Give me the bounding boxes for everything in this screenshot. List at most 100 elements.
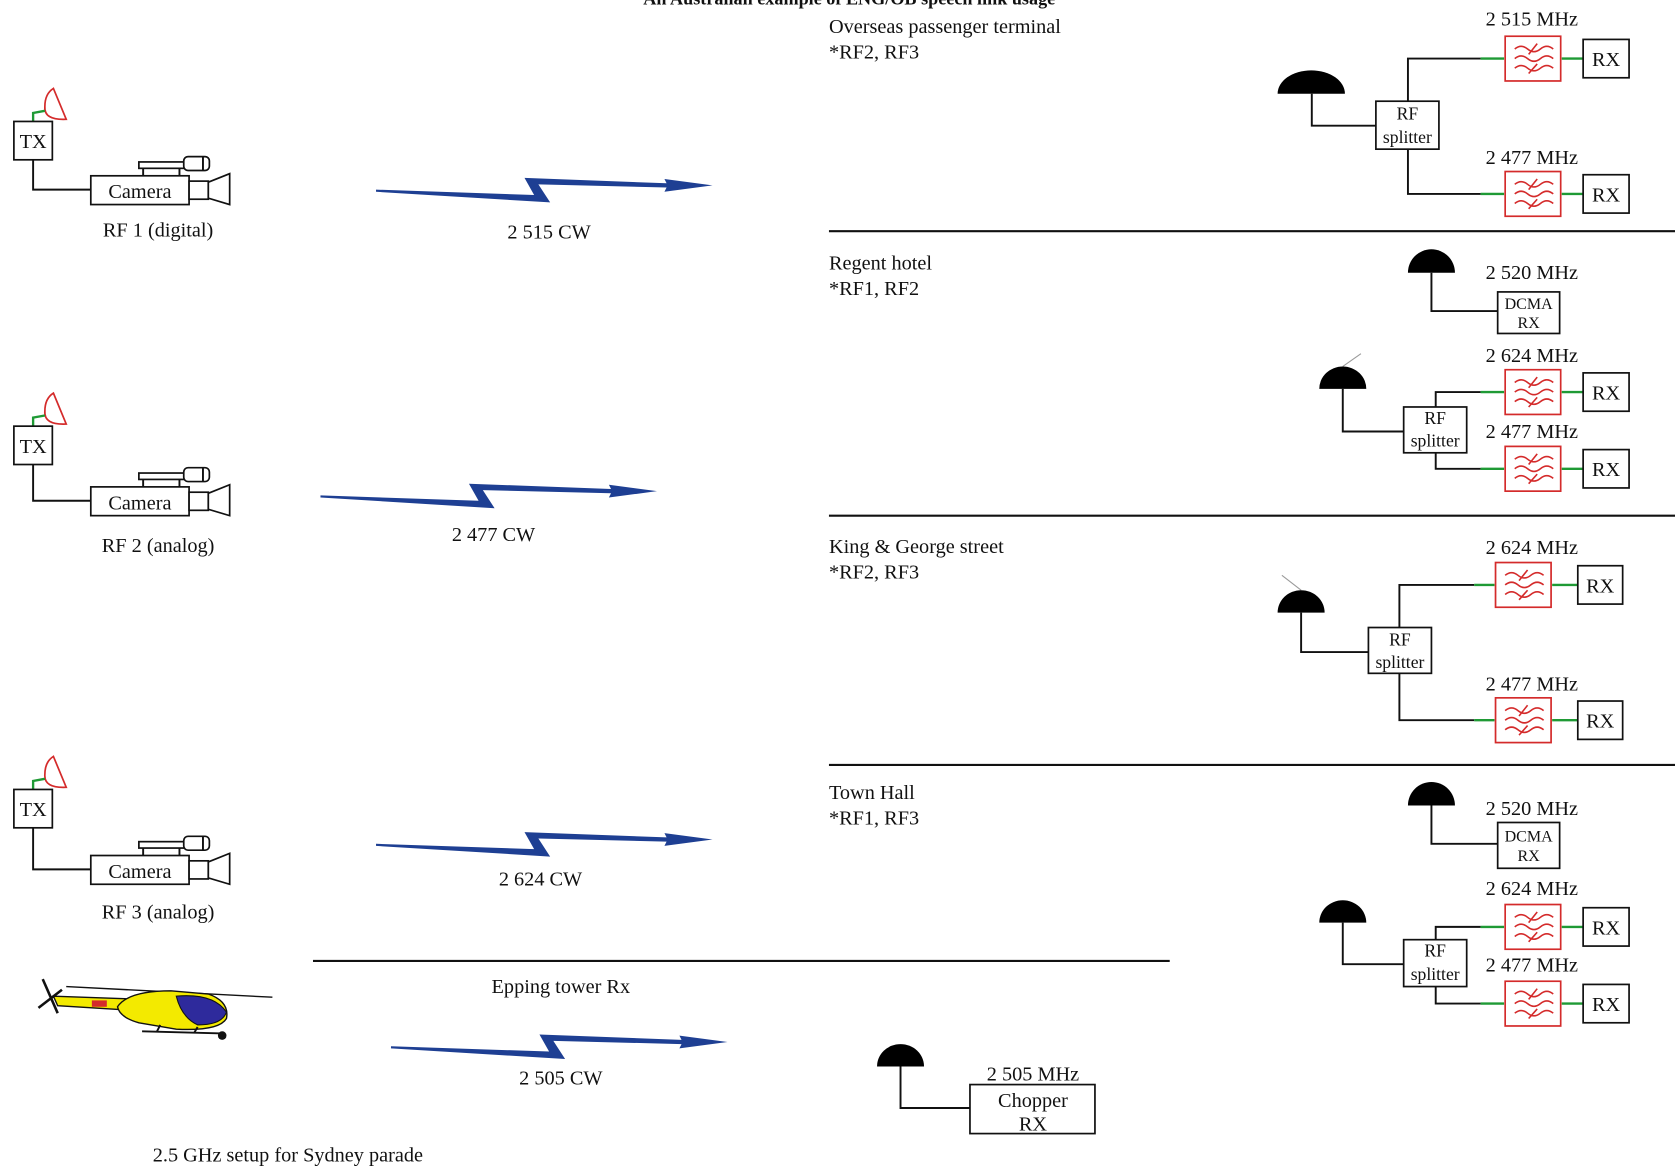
dome-antenna-icon <box>1277 70 1345 94</box>
rf-source-label: RF 3 (analog) <box>102 901 215 923</box>
camera-lens-barrel <box>188 180 210 201</box>
helicopter-skid <box>142 1030 223 1035</box>
camera-body <box>89 174 190 206</box>
coax-line <box>1434 986 1481 1005</box>
link-frequency-label: 2 624 CW <box>499 868 583 890</box>
tx-label: TX <box>20 799 47 821</box>
coax-line <box>1434 452 1481 470</box>
rx-box <box>1582 906 1630 947</box>
splitter-label-line2: splitter <box>1375 652 1424 672</box>
diagram-caption: 2.5 GHz setup for Sydney parade <box>153 1144 423 1166</box>
dome-antenna-icon <box>1277 590 1325 613</box>
coax-line <box>1434 925 1481 940</box>
tx-unit: TX <box>13 755 68 829</box>
transmitter-rf2: TX Camera RF 2 (analog) <box>13 391 231 557</box>
rx-label: RX <box>1586 575 1615 597</box>
dcma-label-line2: RX <box>1518 315 1541 332</box>
helicopter-icon <box>37 978 273 1040</box>
chopper-rx-label-line1: Chopper <box>998 1090 1068 1112</box>
camera-icon: Camera <box>89 835 231 886</box>
helicopter-tail-rotor <box>41 978 59 1014</box>
rx-frequency: 2 624 MHz <box>1486 878 1578 900</box>
camera-handle <box>138 840 187 849</box>
antenna-whip <box>1342 353 1362 367</box>
coax-line <box>1341 388 1404 433</box>
site-name: King & George street <box>829 536 1004 558</box>
rx-box <box>1576 700 1624 741</box>
rx-label: RX <box>1592 994 1621 1016</box>
camera-lens-hood <box>207 483 231 517</box>
site-overseas-passenger-terminal: Overseas passenger terminal *RF2, RF3 RF… <box>829 9 1630 218</box>
rx-label: RX <box>1592 917 1621 939</box>
rx-frequency: 2 477 MHz <box>1486 673 1578 695</box>
antenna-whip <box>1281 574 1302 591</box>
chopper-rx-label-line2: RX <box>1019 1113 1048 1135</box>
coax-line <box>1406 57 1481 102</box>
coax-line <box>899 1066 970 1109</box>
splitter-label-line1: RF <box>1397 103 1419 123</box>
camera-icon: Camera <box>89 155 231 206</box>
rx-box <box>1582 983 1630 1024</box>
receiver-chain: RX 2 477 MHz <box>1406 147 1630 218</box>
rx-box <box>1582 372 1630 413</box>
site-sources: *RF2, RF3 <box>829 42 919 64</box>
site-king-and-george-street: King & George street *RF2, RF3 RF splitt… <box>829 536 1624 744</box>
helicopter-skid-strut <box>156 1024 162 1032</box>
antenna-feed-line <box>31 414 46 427</box>
rx-box <box>1582 448 1630 489</box>
bandpass-filter <box>1494 696 1552 744</box>
dcma-label-line1: DCMA <box>1505 829 1554 846</box>
camera-label: Camera <box>108 181 171 203</box>
coax-line <box>1300 612 1369 653</box>
lightning-arrow-icon <box>376 177 713 203</box>
camera-label: Camera <box>108 861 171 883</box>
helicopter-skid-strut <box>193 1026 199 1033</box>
camera-body <box>89 854 190 886</box>
camera-handle <box>138 472 187 481</box>
camera-lens-hood <box>207 852 231 886</box>
camera-body <box>89 486 190 517</box>
diagram-title: An Australian example of ENG/OB speech l… <box>643 0 1055 8</box>
coax-line <box>1430 272 1498 313</box>
coax-line <box>1430 805 1498 845</box>
dcma-receiver: DCMA RX 2 520 MHz <box>1407 249 1578 335</box>
bandpass-filter <box>1494 561 1552 609</box>
camera-cable <box>32 159 91 191</box>
splitter-label-line1: RF <box>1424 408 1446 428</box>
dish-antenna-icon <box>44 391 68 425</box>
camera-cable <box>32 464 91 502</box>
radio-link-2: 2 477 CW <box>320 483 657 546</box>
splitter-label-line2: splitter <box>1411 430 1460 450</box>
splitter-label-line2: splitter <box>1411 964 1460 984</box>
camera-microphone <box>182 155 211 172</box>
lightning-arrow-icon <box>390 1034 728 1060</box>
dome-antenna-icon <box>1319 366 1367 389</box>
rx-label: RX <box>1592 459 1621 481</box>
receiver-chain: RX 2 477 MHz <box>1434 421 1630 493</box>
site-regent-hotel: Regent hotel *RF1, RF2 DCMA RX 2 520 MHz… <box>829 249 1630 493</box>
coax-line <box>1310 93 1376 127</box>
bandpass-filter <box>1504 980 1562 1027</box>
rx-frequency: 2 624 MHz <box>1486 537 1578 559</box>
rf-source-label: RF 1 (digital) <box>103 220 213 242</box>
lightning-arrow-icon <box>376 832 713 857</box>
bandpass-filter <box>1504 170 1562 218</box>
epping-tower-label: Epping tower Rx <box>492 976 631 998</box>
rx-box <box>1582 38 1630 79</box>
link-frequency-label: 2 505 CW <box>519 1068 603 1090</box>
camera-label: Camera <box>108 492 171 514</box>
camera-lens-barrel <box>188 491 210 512</box>
coax-line <box>1398 673 1475 722</box>
receiver-chain: RX 2 624 MHz <box>1434 878 1630 951</box>
site-town-hall: Town Hall *RF1, RF3 DCMA RX 2 520 MHz RF… <box>829 782 1630 1027</box>
receiver-chain: RX 2 624 MHz <box>1434 345 1630 416</box>
splitter-label-line1: RF <box>1389 630 1411 650</box>
chopper-rx-box <box>969 1083 1096 1135</box>
site-sources: *RF1, RF3 <box>829 808 919 830</box>
receiver-chain: RX 2 624 MHz <box>1398 537 1624 628</box>
dcma-label-line1: DCMA <box>1505 296 1554 313</box>
site-name: Overseas passenger terminal <box>829 16 1061 38</box>
rx-frequency: 2 515 MHz <box>1486 9 1578 31</box>
transmitter-rf1: TX Camera RF 1 (digital) <box>13 87 231 242</box>
transmitter-rf3: TX Camera RF 3 (analog) <box>13 755 231 923</box>
